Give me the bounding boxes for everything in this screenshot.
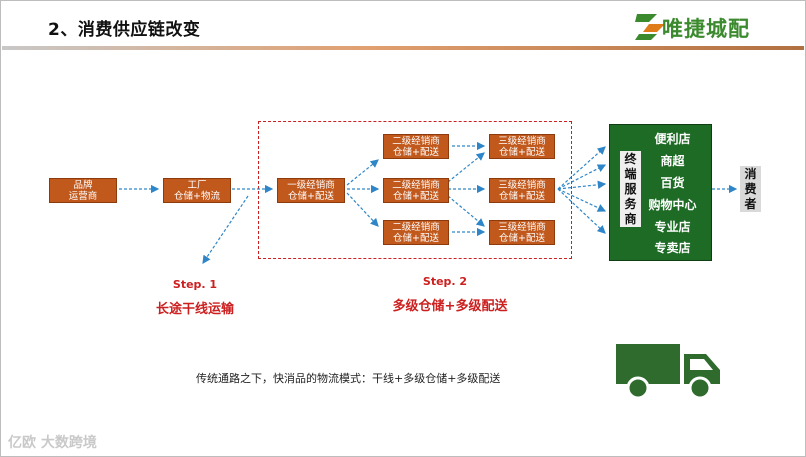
box-line: 三级经销商 xyxy=(498,135,546,147)
tier2-distributor-box: 二级经销商 仓储+配送 xyxy=(383,178,449,203)
store-convenience: 便利店 xyxy=(654,132,691,146)
box-line: 仓储+配送 xyxy=(499,232,545,244)
tier3-distributor-box: 三级经销商 仓储+配送 xyxy=(489,134,555,159)
tier2-distributor-box: 二级经销商 仓储+配送 xyxy=(383,220,449,245)
header-divider xyxy=(2,46,804,50)
label-char: 消 xyxy=(744,166,757,181)
consumer-box: 消 费 者 xyxy=(740,166,761,212)
step1-label: Step. 1 xyxy=(172,278,218,291)
box-line: 二级经销商 xyxy=(392,135,440,147)
terminal-service-label: 终 端 服 务 商 xyxy=(620,151,641,227)
tier3-distributor-box: 三级经销商 仓储+配送 xyxy=(489,220,555,245)
box-line: 仓储+配送 xyxy=(499,146,545,158)
box-line: 仓储+物流 xyxy=(174,190,220,202)
store-mall: 购物中心 xyxy=(648,198,697,212)
step2-description: 多级仓储+多级配送 xyxy=(392,299,508,314)
box-line: 仓储+配送 xyxy=(393,232,439,244)
box-line: 运营商 xyxy=(68,190,98,202)
store-specialty: 专业店 xyxy=(654,220,691,234)
store-brand-outlet: 专卖店 xyxy=(654,241,691,255)
factory-box: 工厂 仓储+物流 xyxy=(163,178,231,203)
tier2-distributor-box: 二级经销商 仓储+配送 xyxy=(383,134,449,159)
box-line: 二级经销商 xyxy=(392,221,440,233)
tier3-distributor-box: 三级经销商 仓储+配送 xyxy=(489,178,555,203)
box-line: 三级经销商 xyxy=(498,221,546,233)
box-line: 一级经销商 xyxy=(287,179,335,191)
label-char: 商 xyxy=(624,211,637,226)
label-char: 费 xyxy=(744,181,757,196)
label-char: 务 xyxy=(624,196,637,211)
logo-mark-icon xyxy=(635,14,665,40)
tier1-distributor-box: 一级经销商 仓储+配送 xyxy=(277,178,345,203)
box-line: 仓储+配送 xyxy=(499,190,545,202)
page-title: 2、消费供应链改变 xyxy=(48,20,201,40)
step1-description: 长途干线运输 xyxy=(155,302,234,317)
store-supermarket: 商超 xyxy=(660,154,685,168)
box-line: 三级经销商 xyxy=(498,179,546,191)
watermark: 亿欧 大数跨境 xyxy=(8,435,97,451)
label-char: 端 xyxy=(624,166,637,181)
step2-region xyxy=(258,121,572,259)
box-line: 二级经销商 xyxy=(392,179,440,191)
brand-operator-box: 品牌 运营商 xyxy=(49,178,117,203)
box-line: 品牌 xyxy=(73,179,93,191)
box-line: 仓储+配送 xyxy=(393,146,439,158)
step2-label: Step. 2 xyxy=(422,275,468,288)
label-char: 终 xyxy=(624,151,637,166)
store-department: 百货 xyxy=(660,176,685,190)
box-line: 工厂 xyxy=(187,179,207,191)
caption-text: 传统通路之下，快消品的物流模式：干线+多级仓储+多级配送 xyxy=(196,372,501,385)
box-line: 仓储+配送 xyxy=(393,190,439,202)
label-char: 服 xyxy=(624,181,637,196)
truck-icon xyxy=(616,344,720,400)
label-char: 者 xyxy=(744,196,757,211)
logo-text: 唯捷城配 xyxy=(662,17,750,41)
box-line: 仓储+配送 xyxy=(288,190,334,202)
